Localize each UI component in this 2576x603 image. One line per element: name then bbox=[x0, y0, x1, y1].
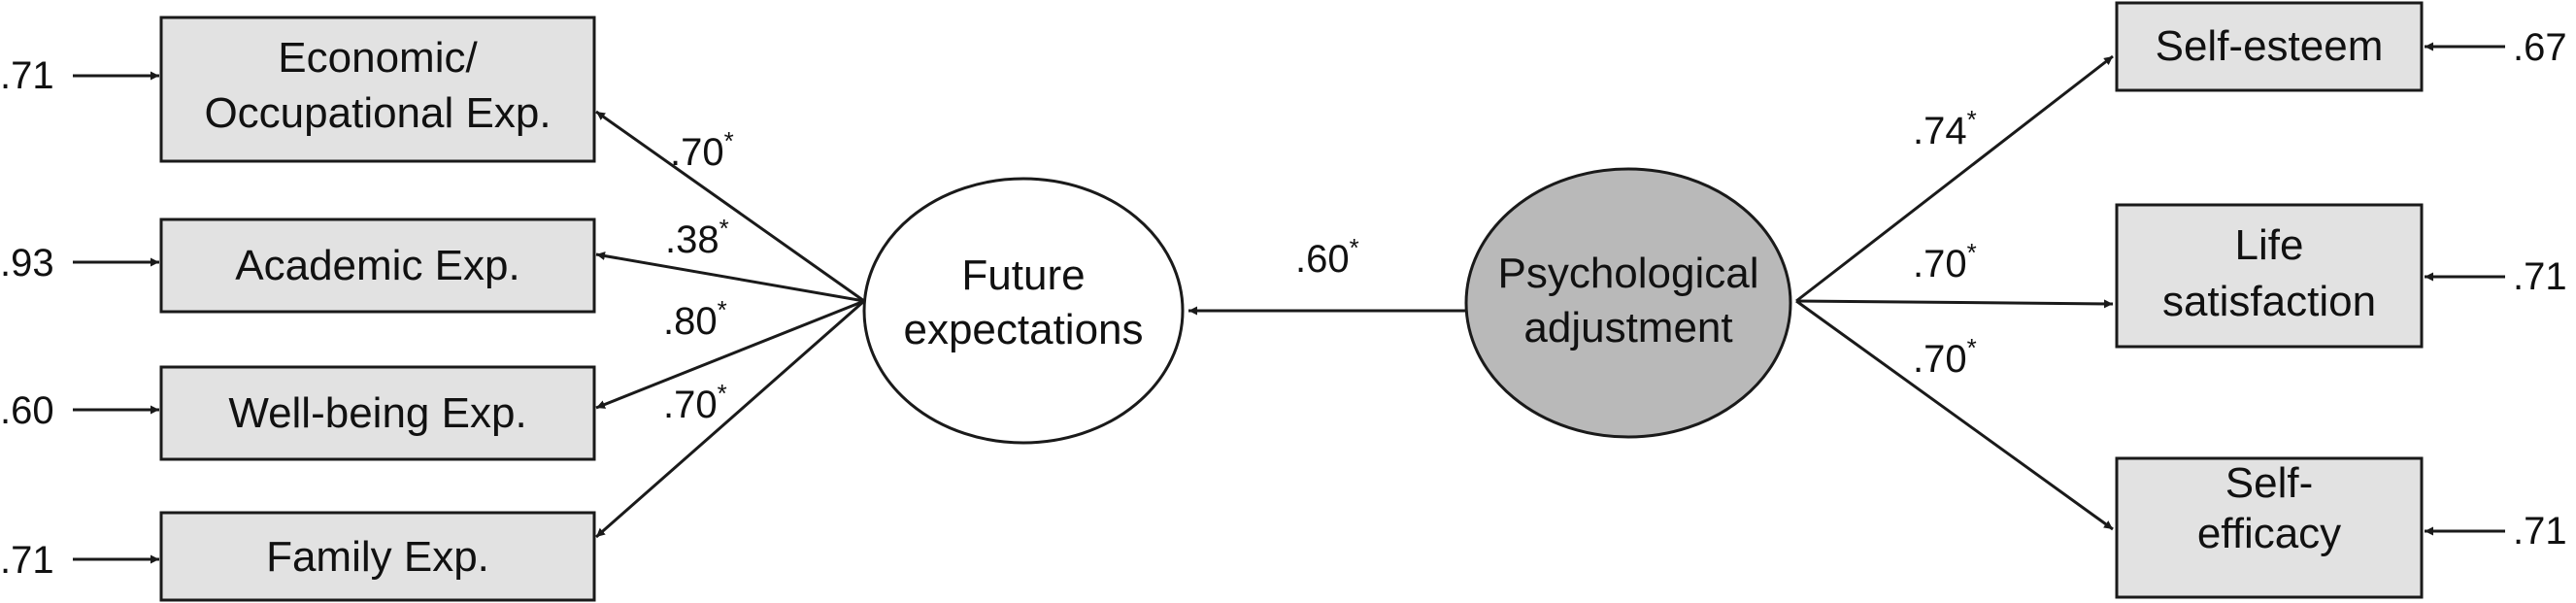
loading-value: .70* bbox=[663, 379, 727, 426]
indicator-label: Family Exp. bbox=[266, 533, 489, 581]
loading-arrow-well-being bbox=[595, 299, 865, 410]
error-value: .60 bbox=[0, 389, 54, 432]
indicator-well-being: Well-being Exp. bbox=[159, 365, 596, 461]
indicator-label: efficacy bbox=[2197, 510, 2341, 557]
loading-value: .70* bbox=[670, 126, 734, 174]
indicator-life-satisfaction: Life satisfaction bbox=[2115, 203, 2424, 349]
loading-arrow-economic bbox=[595, 110, 865, 303]
loading-arrow-self-esteem bbox=[1795, 54, 2114, 303]
loading-arrow-self-efficacy bbox=[1795, 299, 2114, 531]
indicator-family: Family Exp. bbox=[159, 511, 596, 602]
latent-label: Psychological bbox=[1497, 250, 1758, 297]
indicator-label: Life bbox=[2235, 221, 2304, 269]
latent-future-expectations: Future expectations bbox=[862, 177, 1185, 445]
loading-value: .74* bbox=[1913, 105, 1977, 152]
indicator-academic: Academic Exp. bbox=[159, 218, 596, 314]
error-value: .71 bbox=[2513, 255, 2567, 298]
error-value: .93 bbox=[0, 242, 54, 285]
loading-value: .80* bbox=[663, 295, 727, 343]
latent-label: adjustment bbox=[1523, 304, 1732, 352]
loading-arrow-academic bbox=[595, 251, 865, 303]
latent-psychological-adjustment: Psychological adjustment bbox=[1464, 167, 1792, 439]
loading-value: .38* bbox=[665, 214, 729, 261]
latent-label: expectations bbox=[903, 306, 1143, 353]
indicator-label: Self-esteem bbox=[2156, 22, 2384, 70]
latent-label: Future bbox=[961, 251, 1085, 299]
indicator-label: Economic/ bbox=[278, 34, 478, 82]
loading-arrow-life-satisfaction bbox=[1795, 299, 2114, 309]
indicator-label: Well-being Exp. bbox=[228, 389, 526, 437]
error-value: .67 bbox=[2513, 26, 2567, 69]
indicator-label: Academic Exp. bbox=[235, 242, 519, 289]
indicator-label: satisfaction bbox=[2162, 278, 2376, 325]
indicator-label: Occupational Exp. bbox=[204, 89, 551, 137]
indicator-label: Self- bbox=[2225, 459, 2313, 507]
error-value: .71 bbox=[0, 54, 54, 97]
indicator-self-efficacy: Self- efficacy bbox=[2115, 456, 2424, 599]
indicator-self-esteem: Self-esteem bbox=[2115, 1, 2424, 92]
loading-arrow-family bbox=[595, 299, 865, 539]
loading-value: .70* bbox=[1913, 333, 1977, 381]
indicator-economic-occupational: Economic/ Occupational Exp. bbox=[159, 16, 596, 163]
structural-value: .60* bbox=[1295, 233, 1359, 281]
loading-value: .70* bbox=[1913, 238, 1977, 285]
error-value: .71 bbox=[2513, 510, 2567, 553]
error-value: .71 bbox=[0, 539, 54, 582]
